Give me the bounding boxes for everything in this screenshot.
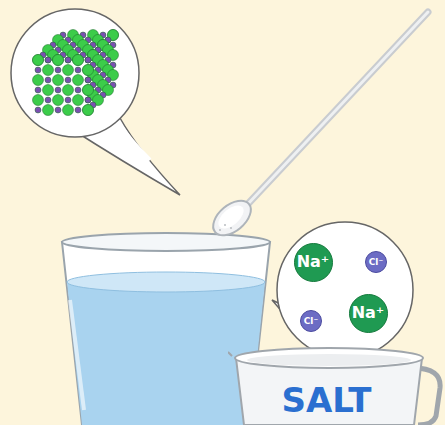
lattice-ion <box>43 105 54 116</box>
lattice-ion <box>85 97 91 103</box>
lattice-ion <box>33 75 44 86</box>
lattice-ion <box>75 107 81 113</box>
lattice-ion <box>83 65 94 76</box>
lattice-ion <box>43 85 54 96</box>
ion-symbol: Cl⁻ <box>304 317 318 326</box>
lattice-ion <box>73 55 84 66</box>
lattice-ion <box>83 65 94 76</box>
chloride-ion: Cl⁻ <box>365 251 387 273</box>
lattice-ion <box>53 75 64 86</box>
lattice-ion <box>43 65 54 76</box>
lattice-ion <box>85 57 91 63</box>
lattice-ion <box>45 57 51 63</box>
lattice-ion <box>55 87 61 93</box>
crystal-bubble <box>11 9 180 195</box>
lattice-ion <box>33 95 44 106</box>
chloride-ion: Cl⁻ <box>300 310 322 332</box>
ion-bubble <box>272 222 413 358</box>
lattice-ion <box>63 65 74 76</box>
lattice-ion <box>85 57 91 63</box>
lattice-ion <box>85 57 91 63</box>
lattice-ion <box>53 55 64 66</box>
lattice-ion <box>45 57 51 63</box>
lattice-ion <box>63 105 74 116</box>
salt-container: SALT <box>228 338 445 425</box>
lattice-ion <box>65 57 71 63</box>
spoon <box>207 12 428 242</box>
lattice-ion <box>55 107 61 113</box>
lattice-ion <box>83 85 94 96</box>
lattice-ion <box>85 77 91 83</box>
ion-symbol: Na⁺ <box>297 254 330 270</box>
lattice-ion <box>83 105 94 116</box>
lattice-ion <box>45 77 51 83</box>
lattice-ion <box>75 87 81 93</box>
lattice-ion <box>55 67 61 73</box>
lattice-ion <box>65 57 71 63</box>
lattice-ion <box>73 75 84 86</box>
lattice-ion <box>83 105 94 116</box>
lattice-ion <box>83 85 94 96</box>
lattice-ion <box>35 87 41 93</box>
beaker <box>62 233 270 425</box>
sodium-ion: Na⁺ <box>349 294 388 333</box>
sodium-ion: Na⁺ <box>294 243 333 282</box>
lattice-ion <box>65 97 71 103</box>
lattice-ion <box>35 107 41 113</box>
container-label: SALT <box>281 383 371 417</box>
lattice-ion <box>53 55 64 66</box>
lattice-ion <box>85 77 91 83</box>
lattice-ion <box>35 67 41 73</box>
lattice-ion <box>63 85 74 96</box>
lattice-ion <box>65 77 71 83</box>
lattice-ion <box>73 95 84 106</box>
lattice-ion <box>73 55 84 66</box>
lattice-ion <box>53 95 64 106</box>
lattice-ion <box>85 97 91 103</box>
ion-symbol: Cl⁻ <box>369 258 383 267</box>
ion-symbol: Na⁺ <box>352 305 385 321</box>
lattice-ion <box>45 97 51 103</box>
lattice-ion <box>33 55 44 66</box>
lattice-ion <box>75 67 81 73</box>
lattice-ion <box>33 55 44 66</box>
